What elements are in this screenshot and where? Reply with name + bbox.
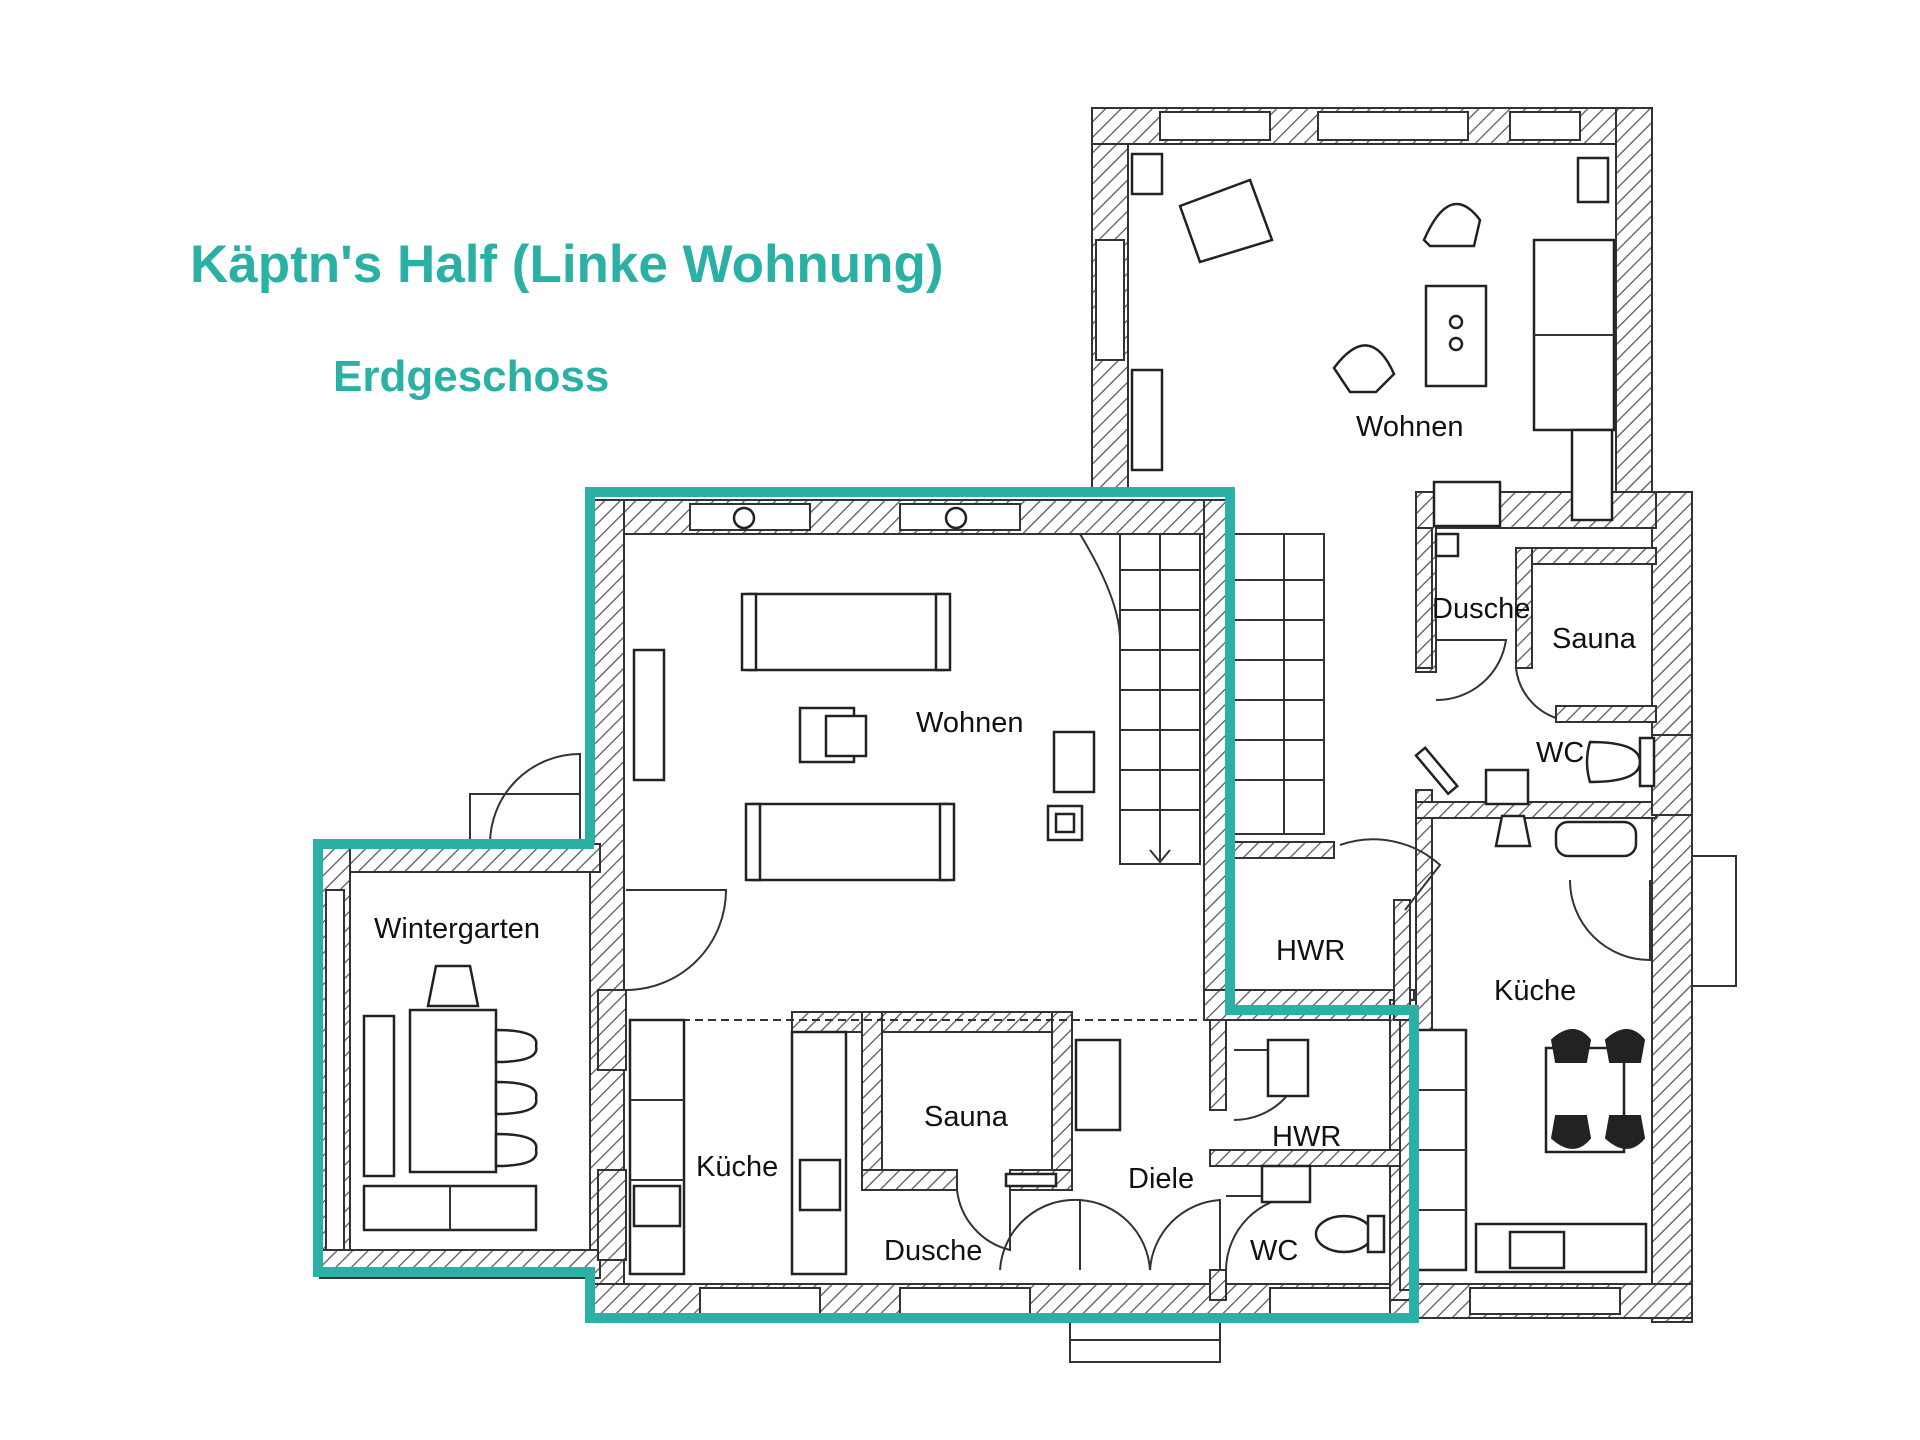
furniture-wintergarten	[362, 964, 538, 1232]
room-label-dusche-right: Dusche	[1432, 593, 1530, 625]
room-label-diele: Diele	[1128, 1163, 1194, 1195]
plan-title: Käptn's Half (Linke Wohnung)	[190, 235, 944, 294]
room-label-sauna-left: Sauna	[924, 1101, 1009, 1133]
furniture-right-wohnen	[1130, 152, 1616, 528]
plan-subtitle: Erdgeschoss	[333, 352, 610, 401]
staircase-right	[1233, 533, 1325, 835]
room-label-wohnen-left: Wohnen	[916, 707, 1024, 739]
room-label-sauna-right: Sauna	[1552, 623, 1637, 655]
apartment-highlight	[313, 487, 1419, 1323]
furniture-right-service	[1414, 532, 1737, 1274]
furniture-left-service	[628, 1018, 1386, 1276]
room-label-hwr-small: HWR	[1272, 1121, 1341, 1153]
outer-walls	[319, 107, 1693, 1363]
room-label-hwr: HWR	[1276, 935, 1345, 967]
room-label-wintergarten: Wintergarten	[374, 913, 540, 945]
room-label-wc-right: WC	[1536, 737, 1584, 769]
room-label-kueche-right: Küche	[1494, 975, 1576, 1007]
furniture-left-wohnen	[632, 506, 1096, 882]
room-label-wc-left: WC	[1250, 1235, 1298, 1267]
room-label-wohnen-right: Wohnen	[1356, 411, 1464, 443]
room-label-kueche-left: Küche	[696, 1151, 778, 1183]
staircase-left	[1079, 533, 1201, 865]
room-label-dusche-left: Dusche	[884, 1235, 982, 1267]
